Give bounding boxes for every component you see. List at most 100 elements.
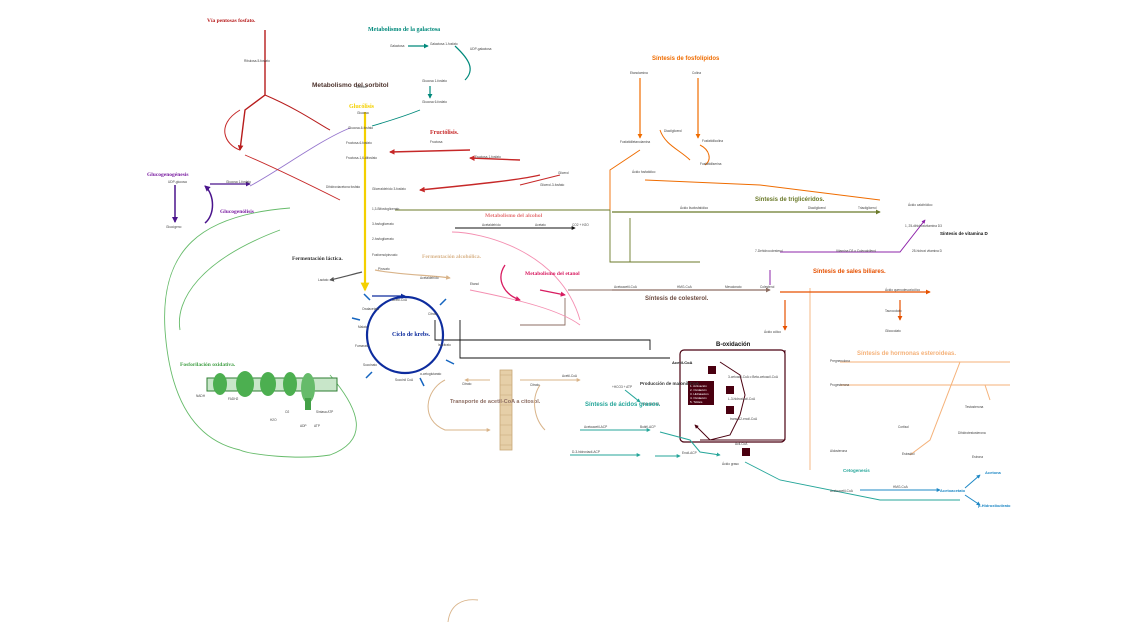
- lactate-label: Lactato: [318, 278, 329, 282]
- ketoglutarate-label: α-cetoglutarato: [420, 372, 442, 376]
- ketogenesis: Cetogenesis Acetoacetil-CoA HMG-CoA Acet…: [830, 468, 1011, 508]
- bile-salt-synthesis: Síntesis de sales biliares. Ácido quenod…: [764, 269, 931, 334]
- glycolysis: Glucólisis Glucosa Glucosa-6-fosfato Fru…: [326, 104, 406, 292]
- glycocholate-label: Glicocolato: [885, 329, 901, 333]
- atp-synthase: [301, 373, 315, 403]
- malate-label: Malato: [358, 325, 368, 329]
- testosterone-label: Testosterona: [965, 405, 983, 409]
- fatty-acid-synthesis: Producción de malonil-CoA +HCO3 + ATP Ma…: [570, 381, 721, 458]
- krebs-cycle: Ciclo de krebs. Acetil-CoA Oxalacetato C…: [351, 293, 455, 387]
- diacylglycerol-label: Diacilglicerol: [664, 129, 682, 133]
- alcoholic-fermentation-title: Fermentación alcohólica.: [422, 254, 482, 260]
- transport-title: Transporte de acetil-CoA a citosol.: [450, 399, 541, 405]
- isocitrate-label: Isocitrato: [438, 343, 451, 347]
- acetyl-coa-cytosol-label: Acetil-CoA: [562, 374, 578, 378]
- complex-iv: [260, 372, 276, 396]
- step-4: 4. Oxidación: [690, 396, 707, 400]
- lysophosphatidic-label: Ácido lisofosfatídico: [680, 206, 708, 210]
- diacylglycerol-tg-label: Diacilglicerol: [808, 206, 826, 210]
- lactic-title: Fermentación láctica.: [292, 256, 343, 262]
- progesterone-label: Progesterona: [830, 383, 849, 387]
- ethanol-title: Metabolismo del etanol: [525, 271, 580, 277]
- fadh2-label: FADH2: [228, 397, 239, 401]
- hco3-label: +HCO3 + ATP: [612, 385, 632, 389]
- acetoacetyl-coa-label: Acetoacetil-CoA: [614, 285, 638, 289]
- phospholipid-title: Síntesis de fosfolípidos: [652, 56, 720, 62]
- ethanolamine-label: Etanolamina: [630, 71, 648, 75]
- bpg13-label: 1,3-Bifosfoglicerato: [372, 207, 400, 211]
- dhap-label: Dihidroxiacetona fosfato: [326, 185, 360, 189]
- phospholipid-synthesis: Síntesis de fosfolípidos Etanolamina Col…: [620, 56, 723, 174]
- citrate-cytosol-label: Citrato: [530, 383, 540, 387]
- step-5: 5. Tiólisis: [690, 400, 703, 404]
- cholesterol-title: Síntesis de colesterol.: [645, 296, 709, 302]
- udp-glucose-label: UDP-glucosa: [168, 180, 187, 184]
- bile-title: Síntesis de sales biliares.: [813, 269, 886, 275]
- glycogenesis-title: Glucogenogénesis: [147, 172, 189, 178]
- glucose6p-gal-label: Glucosa 6-fosfato: [422, 100, 447, 104]
- glycogenolysis-title: Glucogenólisis: [220, 209, 254, 215]
- vitamin-d-title: Síntesis de vitamina D: [940, 231, 989, 236]
- fatty-acid-label: Ácido graso: [722, 462, 739, 466]
- step-3: 3. Hidratación: [690, 392, 709, 396]
- citrate-label: Citrato: [428, 312, 438, 316]
- g3p-label: Gliceraldehído 3-fosfato: [372, 187, 406, 191]
- dehydrocholesterol-label: 7-Dehidrocolesterol: [755, 249, 783, 253]
- phosphorylation-title: Fosforilación oxidativa.: [180, 362, 236, 368]
- calcitroic-acid-label: Ácido calcitriólico: [908, 203, 933, 207]
- vitamin-d3-label: Vitamina D3 o Colecalciferol: [836, 249, 876, 253]
- estrone-label: Estrona: [972, 455, 983, 459]
- hydroxyacyl-label: L-3-hidroxiacil-CoA: [728, 397, 756, 401]
- oxidative-phosphorylation: Fosforilación oxidativa. NADH FADH2 H2O …: [180, 362, 338, 428]
- chenodeoxycholic-label: Ácido quenodesoxicólico: [885, 288, 920, 292]
- glucose-label: Glucosa: [357, 111, 369, 115]
- cholesterol-synthesis: Acetoacetil-CoA HMG-CoA Mevalonato Coles…: [612, 285, 775, 302]
- galactose-title: Metabolismo de la galactosa: [368, 27, 440, 33]
- fumarate-label: Fumarato: [355, 344, 369, 348]
- sorbitol-title: Metabolismo del sorbitol: [312, 82, 389, 89]
- fructolysis: Fructólisis. Fructosa Fructosa-1-fosfato…: [389, 130, 569, 193]
- triglyceride-title: Síntesis de triglicéridos.: [755, 197, 825, 203]
- pg3-label: 3-fosfoglicerato: [372, 222, 394, 226]
- mito-membrane: [499, 369, 513, 451]
- glucose1p-label: Glucosa 1-fosfato: [226, 180, 251, 184]
- udp-galactose-label: UDP-galactosa: [470, 47, 492, 51]
- acetyl-coa-krebs-label: Acetil-CoA: [392, 298, 408, 302]
- butyryl-acp-label: Butiril-ACP: [640, 425, 656, 429]
- hydroxyacyl-acp-label: D-3-hidroxiacil-ACP: [572, 450, 600, 454]
- enoyl-label: trans-Δ2-enoil-CoA: [730, 417, 758, 421]
- vitamin-d-synthesis: 7-Dehidrocolesterol Vitamina D3 o Coleca…: [755, 203, 989, 285]
- boxidation-title: B-oxidación: [716, 342, 751, 348]
- galactose-metabolism: Metabolismo de la galactosa Galactosa Ga…: [368, 27, 492, 104]
- glucose6p-label: Glucosa-6-fosfato: [348, 126, 373, 130]
- ethanol-label: Etanol: [470, 282, 479, 286]
- hmg-coa-label: HMG-CoA: [677, 285, 693, 289]
- krebs-title: Ciclo de krebs.: [392, 332, 431, 338]
- step-2: 2. Oxidación: [690, 388, 707, 392]
- pregnenolone-label: Pregnenolona: [830, 359, 850, 363]
- galactose-label: Galactosa: [390, 44, 405, 48]
- glycolysis-title: Glucólisis: [349, 104, 375, 110]
- mevalonate-label: Mevalonato: [725, 285, 742, 289]
- citrate-transport-label: Citrato: [462, 382, 472, 386]
- atp-synthase-label: Sintasa ATP: [316, 410, 333, 414]
- fermentation: Fermentación láctica. Lactato Fermentaci…: [292, 254, 482, 282]
- glycogen-label: Glucógeno: [166, 225, 182, 229]
- hmg-coa-ketone-label: HMG-CoA: [893, 485, 909, 489]
- phosphatidylserine-label: Fosfatidilserina: [700, 162, 722, 166]
- enoyl-acp-label: Enoil-ACP: [682, 451, 697, 455]
- succinyl-coa-label: Succinil CoA: [395, 378, 414, 382]
- taurocholate-label: Taurocolato: [885, 309, 902, 313]
- pg2-label: 2-fosfoglicerato: [372, 237, 394, 241]
- triglyceride-synthesis: Síntesis de triglicéridos. Ácido lisofos…: [612, 197, 881, 215]
- acetoacetyl-acp-label: Acetoacetil-ACP: [584, 425, 607, 429]
- phosphatidylcholine-label: Fosfatidilcolina: [702, 139, 723, 143]
- alcohol-title: Metabolismo del alcohol: [485, 213, 543, 219]
- galactose1p-label: Galactosa 1-fosfato: [430, 42, 458, 46]
- fructose1p-label: Fructosa-1-fosfato: [475, 155, 501, 159]
- sorbitol-label: Sorbitol: [356, 85, 367, 89]
- ketogenesis-title: Cetogenesis: [843, 468, 870, 473]
- nadh-label: NADH: [196, 394, 206, 398]
- connector-lines: [164, 109, 960, 623]
